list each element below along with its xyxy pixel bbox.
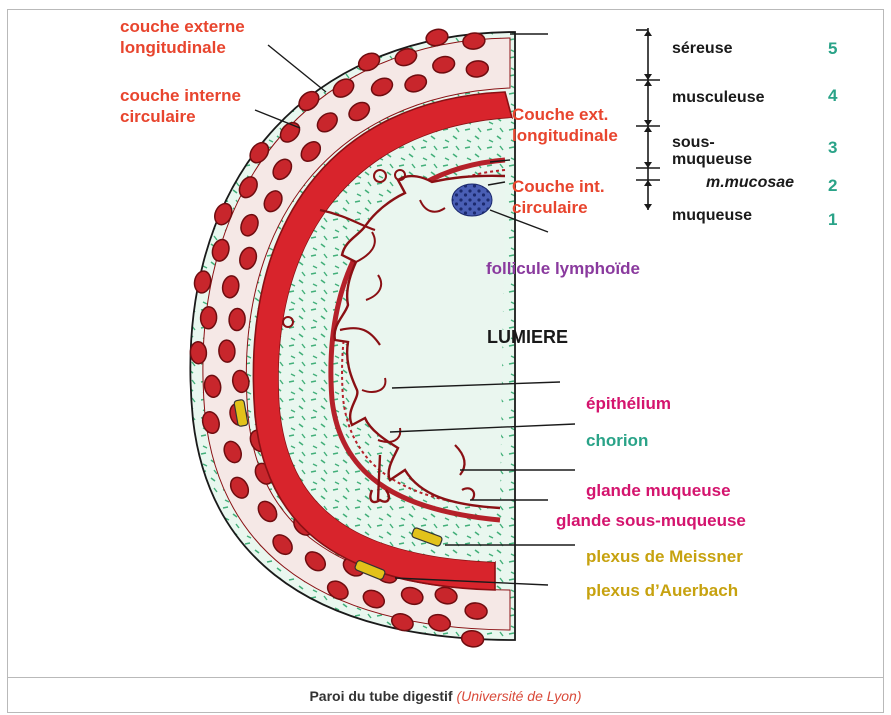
caption-source: (Université de Lyon) <box>456 688 581 704</box>
label-outer-longitudinal: couche externe longitudinale <box>120 16 245 58</box>
label-glande-sous-muqueuse: glande sous-muqueuse <box>556 510 746 531</box>
muscle-block <box>190 341 207 364</box>
label-epithelium: épithélium <box>586 393 671 414</box>
lymphoid-follicle <box>452 184 492 216</box>
label-inner-circular: couche interne circulaire <box>120 85 241 127</box>
layer-name-sereuse: séreuse <box>672 38 733 59</box>
label-plexus-auerbach: plexus d’Auerbach <box>586 580 738 601</box>
label-couche-int-circulaire: Couche int. circulaire <box>512 176 605 218</box>
label-plexus-meissner: plexus de Meissner <box>586 546 743 567</box>
layer-name-musculeuse: musculeuse <box>672 87 764 108</box>
label-follicule-lymphoide: follicule lymphoïde <box>486 258 640 279</box>
muscle-block <box>228 308 245 331</box>
layer-name-muqueuse: muqueuse <box>672 205 752 226</box>
figure-caption: Paroi du tube digestif (Université de Ly… <box>0 688 891 704</box>
layer-number-1: 1 <box>828 209 837 230</box>
label-glande-muqueuse: glande muqueuse <box>586 480 731 501</box>
layer-number-4: 4 <box>828 85 837 106</box>
muscle-block <box>218 340 235 363</box>
layer-number-3: 3 <box>828 137 837 158</box>
label-chorion: chorion <box>586 430 648 451</box>
label-lumiere: LUMIERE <box>487 327 568 348</box>
label-couche-ext-longitudinale: Couche ext. longitudinale <box>512 104 618 146</box>
caption-main: Paroi du tube digestif <box>309 688 452 704</box>
layer-name-sous-muqueuse: sous- muqueuse <box>672 134 752 168</box>
layer-number-5: 5 <box>828 38 837 59</box>
layer-name-m-mucosae: m.mucosae <box>706 172 794 193</box>
layer-number-2: 2 <box>828 175 837 196</box>
muscle-block <box>200 306 217 329</box>
